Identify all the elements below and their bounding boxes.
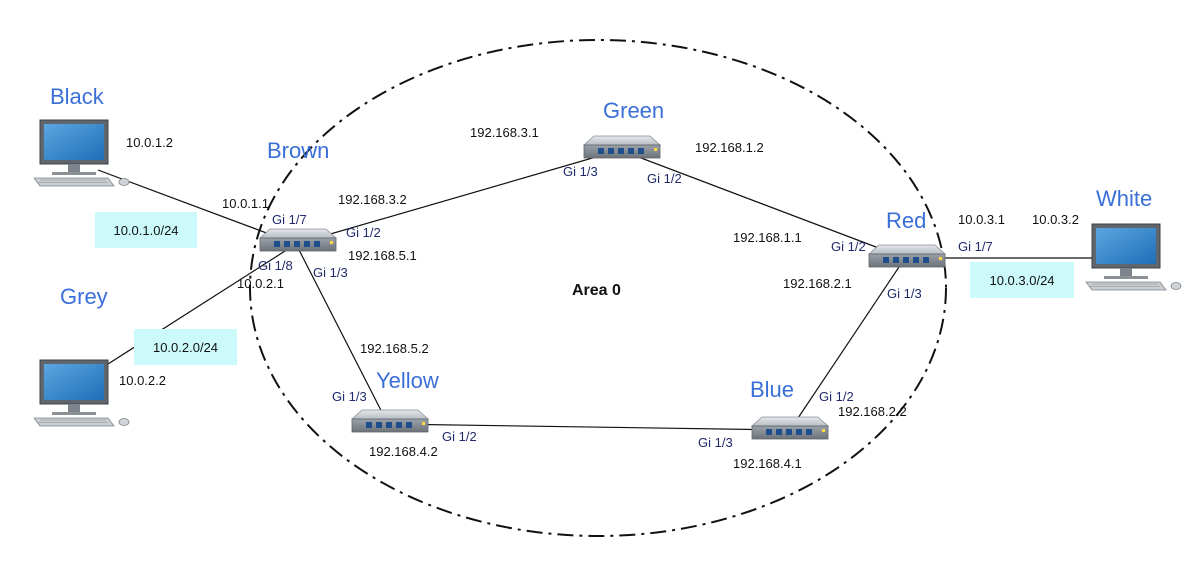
ip-blue-yellow: 192.168.4.1 bbox=[733, 456, 802, 471]
port-brown-green: Gi 1/2 bbox=[346, 225, 381, 240]
router-red-icon bbox=[868, 244, 946, 268]
ip-blue-red: 192.168.2.2 bbox=[838, 404, 907, 419]
port-yellow-brown: Gi 1/3 bbox=[332, 389, 367, 404]
subnet-white: 10.0.3.0/24 bbox=[970, 262, 1074, 298]
port-green-red: Gi 1/2 bbox=[647, 171, 682, 186]
port-brown-grey: Gi 1/8 bbox=[258, 258, 293, 273]
ip-yellow-brown: 192.168.5.2 bbox=[360, 341, 429, 356]
area-boundary bbox=[249, 39, 947, 537]
ip-green-red: 192.168.1.2 bbox=[695, 140, 764, 155]
host-grey-label: Grey bbox=[60, 284, 108, 309]
link-brown-yellow bbox=[295, 243, 389, 425]
router-yellow-label: Yellow bbox=[376, 368, 439, 393]
ip-red-blue: 192.168.2.1 bbox=[783, 276, 852, 291]
ip-brown-black: 10.0.1.1 bbox=[222, 196, 269, 211]
router-brown-icon bbox=[259, 228, 337, 252]
area-label: Area 0 bbox=[572, 282, 621, 299]
port-brown-black: Gi 1/7 bbox=[272, 212, 307, 227]
host-white-label: White bbox=[1096, 186, 1153, 211]
router-yellow-icon bbox=[351, 409, 429, 433]
port-blue-red: Gi 1/2 bbox=[819, 389, 854, 404]
link-blue-red bbox=[789, 257, 906, 431]
link-black-brown bbox=[97, 169, 297, 245]
port-brown-yellow: Gi 1/3 bbox=[313, 265, 348, 280]
router-green-label: Green bbox=[603, 98, 665, 123]
port-yellow-blue: Gi 1/2 bbox=[442, 429, 477, 444]
port-blue-yellow: Gi 1/3 bbox=[698, 435, 733, 450]
ip-red-green: 192.168.1.1 bbox=[733, 230, 802, 245]
ip-yellow-blue: 192.168.4.2 bbox=[369, 444, 438, 459]
ip-brown-grey: 10.0.2.1 bbox=[237, 276, 284, 291]
ip-brown-green: 192.168.3.2 bbox=[338, 192, 407, 207]
ip-black-host: 10.0.1.2 bbox=[126, 135, 173, 150]
port-red-blue: Gi 1/3 bbox=[887, 286, 922, 301]
ip-brown-yellow: 192.168.5.1 bbox=[348, 248, 417, 263]
subnet-grey: 10.0.2.0/24 bbox=[134, 329, 237, 365]
ip-red-white: 10.0.3.1 bbox=[958, 212, 1005, 227]
subnet-black: 10.0.1.0/24 bbox=[95, 212, 197, 248]
router-brown-label: Brown bbox=[267, 138, 330, 163]
router-red-label: Red bbox=[886, 208, 927, 233]
ip-grey-host: 10.0.2.2 bbox=[119, 373, 166, 388]
port-green-brown: Gi 1/3 bbox=[563, 164, 598, 179]
ip-green-brown: 192.168.3.1 bbox=[470, 125, 539, 140]
port-red-green: Gi 1/2 bbox=[831, 239, 866, 254]
link-green-red bbox=[619, 149, 906, 259]
host-grey-icon bbox=[33, 359, 130, 427]
port-red-white: Gi 1/7 bbox=[958, 239, 993, 254]
router-green-icon bbox=[583, 135, 661, 159]
host-white-icon bbox=[1085, 223, 1182, 291]
router-blue-label: Blue bbox=[750, 377, 795, 402]
link-brown-green bbox=[295, 149, 621, 245]
router-blue-icon bbox=[751, 416, 829, 440]
ip-white-host: 10.0.3.2 bbox=[1032, 212, 1079, 227]
host-black-label: Black bbox=[50, 84, 104, 109]
link-yellow-blue bbox=[387, 423, 791, 431]
